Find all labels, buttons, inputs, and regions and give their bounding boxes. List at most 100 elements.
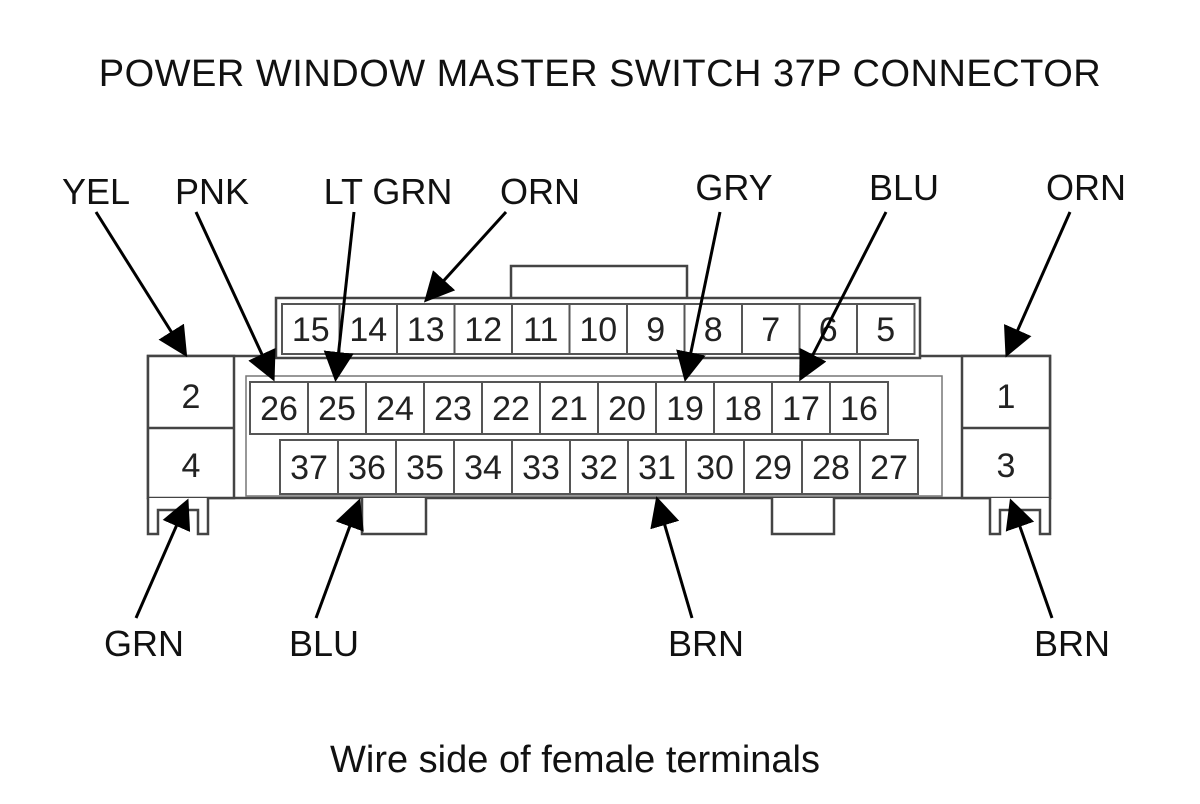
top-row-pin-cell — [453, 303, 513, 355]
top-row-pin-cell — [856, 303, 916, 355]
right-block-labels: 1 3 — [997, 378, 1016, 485]
pin-34: 34 — [464, 449, 502, 487]
pointer-arrows — [94, 210, 1072, 619]
pin-23: 23 — [434, 390, 472, 428]
pin-32: 32 — [580, 449, 618, 487]
diagram-title: POWER WINDOW MASTER SWITCH 37P CONNECTOR — [98, 53, 1102, 95]
pin-31: 31 — [638, 449, 676, 487]
pin-5: 5 — [876, 311, 895, 349]
pin-10: 10 — [579, 311, 617, 349]
wire-label-pin17: BLU — [869, 167, 939, 208]
arrow-pin13 — [423, 210, 508, 303]
pin-22: 22 — [492, 390, 530, 428]
middle-row-pin-cell — [829, 381, 889, 435]
foot-2 — [360, 498, 428, 536]
arrow-pin2 — [94, 211, 188, 358]
top-row-pin-cell — [741, 303, 801, 355]
wire-label-pin1: ORN — [1046, 167, 1126, 208]
arrow-pin26 — [194, 211, 276, 382]
wire-label-pin4: GRN — [104, 623, 184, 664]
wire-label-pin25: LT GRN — [324, 171, 453, 212]
bottom-row-pin-cell — [395, 439, 455, 495]
pin-37: 37 — [290, 449, 328, 487]
top-row-pin-cell — [396, 303, 456, 355]
bottom-row-pin-cell — [859, 439, 919, 495]
pin-2: 2 — [182, 378, 201, 416]
pin-13: 13 — [407, 311, 445, 349]
pin-36: 36 — [348, 449, 386, 487]
pin-12: 12 — [464, 311, 502, 349]
middle-row-pin-cell — [423, 381, 483, 435]
pin-26: 26 — [260, 390, 298, 428]
bottom-row-pins: 37 36 35 34 33 32 31 30 29 28 27 — [279, 439, 919, 495]
bottom-row-pin-cell — [511, 439, 571, 495]
middle-row-pin-cell — [481, 381, 541, 435]
pin-3: 3 — [997, 447, 1016, 485]
wire-label-pin36: BLU — [289, 623, 359, 664]
middle-row-pin-cell — [365, 381, 425, 435]
pin-11: 11 — [523, 311, 558, 349]
wire-label-pin31: BRN — [668, 623, 744, 664]
arrow-pin19 — [676, 211, 722, 382]
arrow-pin17 — [799, 211, 888, 382]
pin-16: 16 — [840, 390, 878, 428]
pin-25: 25 — [318, 390, 356, 428]
left-block-labels: 2 4 — [182, 378, 201, 485]
wire-labels: YEL PNK LT GRN ORN GRY BLU ORN GRN BLU B… — [62, 167, 1126, 664]
wire-label-pin19: GRY — [695, 167, 772, 208]
pin-7: 7 — [761, 311, 780, 349]
wire-label-pin13: ORN — [500, 171, 580, 212]
pin-24: 24 — [376, 390, 414, 428]
foot-3 — [770, 498, 836, 536]
pin-20: 20 — [608, 390, 646, 428]
pin-27: 27 — [870, 449, 908, 487]
pin-6: 6 — [819, 311, 838, 349]
wire-label-pin2: YEL — [62, 171, 130, 212]
middle-row-pin-cell — [597, 381, 657, 435]
arrow-pin31 — [650, 496, 694, 619]
middle-row-pin-cell — [655, 381, 715, 435]
wire-label-pin3: BRN — [1034, 623, 1110, 664]
diagram-caption: Wire side of female terminals — [330, 739, 820, 781]
bottom-row-pin-cell — [743, 439, 803, 495]
bottom-row-pin-cell — [279, 439, 339, 495]
pin-14: 14 — [349, 311, 387, 349]
bottom-row-pin-cell — [569, 439, 629, 495]
pin-8: 8 — [704, 311, 723, 349]
middle-row-pins: 26 25 24 23 22 21 20 19 18 17 16 — [249, 381, 889, 435]
latch-tab — [509, 264, 689, 302]
top-row-pin-cell — [281, 303, 341, 355]
arrow-pin1 — [1004, 211, 1072, 358]
pin-28: 28 — [812, 449, 850, 487]
top-row-pin-cell — [568, 303, 628, 355]
top-row-pin-cell — [626, 303, 686, 355]
middle-row-pin-cell — [249, 381, 309, 435]
pin-17: 17 — [782, 390, 820, 428]
bottom-row-pin-cell — [685, 439, 745, 495]
wire-label-pin26: PNK — [175, 171, 249, 212]
pin-33: 33 — [522, 449, 560, 487]
bottom-row-pin-cell — [801, 439, 861, 495]
pin-15: 15 — [292, 311, 330, 349]
arrow-pin36 — [314, 498, 364, 619]
top-row-pin-cell — [338, 303, 398, 355]
pin-4: 4 — [182, 447, 201, 485]
pin-1: 1 — [997, 378, 1016, 416]
middle-row-pin-cell — [307, 381, 367, 435]
arrow-pin25 — [323, 211, 356, 382]
pin-30: 30 — [696, 449, 734, 487]
pin-21: 21 — [550, 390, 588, 428]
pin-19: 19 — [666, 390, 704, 428]
pin-29: 29 — [754, 449, 792, 487]
pin-18: 18 — [724, 390, 762, 428]
pin-35: 35 — [406, 449, 444, 487]
bottom-row-pin-cell — [337, 439, 397, 495]
arrow-pin4 — [134, 498, 191, 619]
foot-left — [146, 498, 210, 536]
top-row-pin-cell — [683, 303, 743, 355]
arrow-pin3 — [1005, 498, 1054, 619]
pin-9: 9 — [646, 311, 665, 349]
